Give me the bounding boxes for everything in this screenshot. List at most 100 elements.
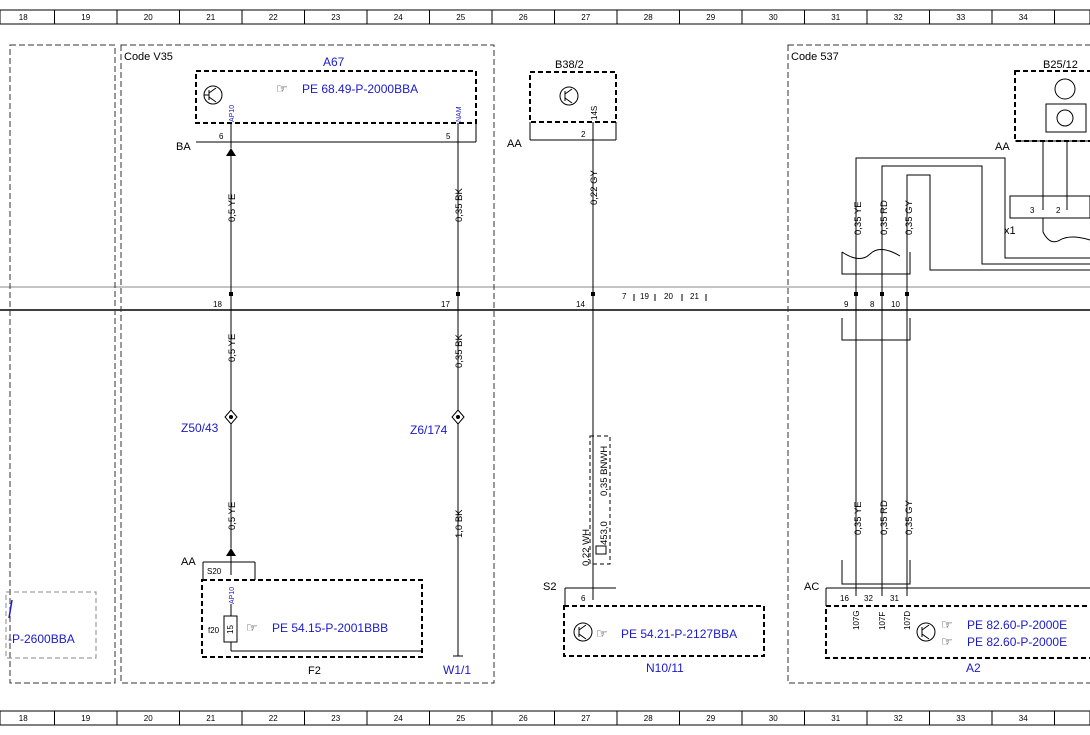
grid-column-label: 33 bbox=[956, 13, 965, 22]
wire-label-wh: 0,22 WH bbox=[581, 529, 592, 566]
wire-label-ye-bot: 0,5 YE bbox=[227, 502, 238, 530]
hand-pointer-icon: ☞ bbox=[596, 626, 608, 641]
wire-label-537-rd-top: 0,35 RD bbox=[879, 200, 890, 235]
grid-column-label: 33 bbox=[956, 714, 965, 723]
n10-11-pin-6: 6 bbox=[581, 594, 586, 603]
f2-ref-link[interactable]: PE 54.15-P-2001BBB bbox=[272, 621, 388, 635]
grid-column-label: 27 bbox=[581, 714, 590, 723]
a67-component: A67 ☞ PE 68.49-P-2000BBA AP10 NAM 6 5 BA bbox=[176, 55, 477, 153]
grid-column-label: 18 bbox=[19, 714, 28, 723]
b25-12-component: B25/12 AA 3 2 x1 bbox=[995, 59, 1090, 243]
connector-18: 18 bbox=[213, 300, 222, 309]
wires-code-537 bbox=[841, 157, 1090, 596]
left-partial-component: -P-2600BBA bbox=[5, 591, 97, 659]
a2-ref2-link[interactable]: PE 82.60-P-2000E bbox=[967, 635, 1067, 649]
connector-10: 10 bbox=[891, 300, 900, 309]
b25-12-name: B25/12 bbox=[1043, 59, 1078, 71]
wire-gray-27 bbox=[589, 122, 611, 600]
wire-yellow-21 bbox=[224, 123, 238, 575]
hand-pointer-icon: ☞ bbox=[941, 634, 953, 649]
a67-pin-nam: NAM bbox=[456, 106, 463, 122]
b25-12-connector-label: x1 bbox=[1004, 225, 1016, 237]
a2-pin-32: 32 bbox=[864, 594, 873, 603]
code-v35-label: Code V35 bbox=[124, 51, 173, 63]
transistor-icon bbox=[1056, 109, 1074, 127]
splice-z6-174: Z6/174 bbox=[410, 423, 448, 437]
b38-2-component: B38/2 14S 2 AA bbox=[507, 59, 617, 150]
wire-label-bnwh: 0,35 BNWH bbox=[599, 446, 610, 496]
wire-label-537-ye-bot: 0,35 YE bbox=[853, 501, 864, 535]
n10-11-ref-link[interactable]: PE 54.21-P-2127BBA bbox=[621, 627, 737, 641]
grid-column-label: 31 bbox=[831, 714, 840, 723]
hand-pointer-icon: ☞ bbox=[246, 620, 258, 635]
grid-column-label: 29 bbox=[706, 714, 715, 723]
wire-black-25 bbox=[451, 123, 465, 657]
grid-column-label: 24 bbox=[394, 714, 403, 723]
a67-ref-link[interactable]: PE 68.49-P-2000BBA bbox=[302, 82, 418, 96]
wire-label-537-gy-top: 0,35 GY bbox=[904, 199, 915, 235]
b38-2-name: B38/2 bbox=[555, 59, 584, 71]
a67-pin-ap10: AP10 bbox=[229, 105, 236, 122]
grid-column-label: 32 bbox=[894, 714, 903, 723]
part-453: 453,0 bbox=[599, 521, 610, 545]
grid-column-label: 32 bbox=[894, 13, 903, 22]
a2-conn-label: AC bbox=[804, 581, 819, 593]
a67-ground-label: BA bbox=[176, 141, 191, 153]
grid-column-label: 29 bbox=[706, 13, 715, 22]
transistor-icon bbox=[573, 622, 593, 642]
f2-fuse-label: f20 bbox=[208, 626, 220, 635]
b38-2-ground-label: AA bbox=[507, 138, 522, 150]
wire-label-537-ye-top: 0,35 YE bbox=[853, 201, 864, 235]
connector-group-7-21: 7 19 20 21 bbox=[622, 292, 707, 301]
grid-column-label: 18 bbox=[19, 13, 28, 22]
hand-pointer-icon: ☞ bbox=[941, 617, 953, 632]
a67-pin-5: 5 bbox=[446, 132, 451, 141]
grid-column-label: 34 bbox=[1019, 13, 1028, 22]
grid-column-label: 31 bbox=[831, 13, 840, 22]
hand-pointer-icon: ☞ bbox=[276, 81, 288, 96]
a2-sub-107g: 107G bbox=[852, 610, 861, 630]
code-537-label: Code 537 bbox=[791, 51, 839, 63]
grid-column-label: 19 bbox=[81, 13, 90, 22]
b38-2-pin-14s: 14S bbox=[590, 106, 599, 120]
grid-column-label: 26 bbox=[519, 13, 528, 22]
grid-column-label: 28 bbox=[644, 13, 653, 22]
a2-ref1-link[interactable]: PE 82.60-P-2000E bbox=[967, 618, 1067, 632]
grid-column-label: 22 bbox=[269, 13, 278, 22]
a2-sub-107d: 107D bbox=[903, 611, 912, 630]
grid-column-label: 25 bbox=[456, 714, 465, 723]
b25-12-pin-2: 2 bbox=[1056, 206, 1061, 215]
transistor-icon bbox=[916, 622, 936, 642]
connector-7: 7 bbox=[622, 292, 627, 301]
grid-column-label: 22 bbox=[269, 714, 278, 723]
grid-column-label: 21 bbox=[206, 714, 215, 723]
a2-pin-16: 16 bbox=[840, 594, 849, 603]
a2-component: AC 16 32 31 107G 107F 107D ☞ PE 82.60-P-… bbox=[804, 581, 1090, 675]
grid-column-label: 19 bbox=[81, 714, 90, 723]
a67-name: A67 bbox=[323, 55, 345, 69]
grid-column-label: 23 bbox=[331, 13, 340, 22]
wire-label-bk-bot: 1,0 BK bbox=[454, 509, 465, 538]
wire-label-ye-mid: 0,5 YE bbox=[227, 334, 238, 362]
left-area-box bbox=[9, 44, 116, 684]
connector-20: 20 bbox=[664, 292, 673, 301]
wire-label-ye-top: 0,5 YE bbox=[227, 194, 238, 222]
ground-w1-1: W1/1 bbox=[443, 663, 471, 677]
grid-column-label: 30 bbox=[769, 13, 778, 22]
f2-name: F2 bbox=[308, 665, 321, 677]
n10-11-name: N10/11 bbox=[646, 661, 684, 675]
grid-column-label: 26 bbox=[519, 714, 528, 723]
code-537-area bbox=[787, 44, 1090, 684]
n10-11-conn-label: S2 bbox=[543, 581, 556, 593]
grid-column-label: 30 bbox=[769, 714, 778, 723]
connector-17: 17 bbox=[441, 300, 450, 309]
transistor-icon bbox=[559, 86, 579, 106]
wire-label-bk-top: 0,35 BK bbox=[454, 188, 465, 222]
grid-column-label: 24 bbox=[394, 13, 403, 22]
grid-column-label: 27 bbox=[581, 13, 590, 22]
f2-pin-ap10: AP10 bbox=[229, 587, 236, 604]
b25-12-ground-label: AA bbox=[995, 141, 1010, 153]
